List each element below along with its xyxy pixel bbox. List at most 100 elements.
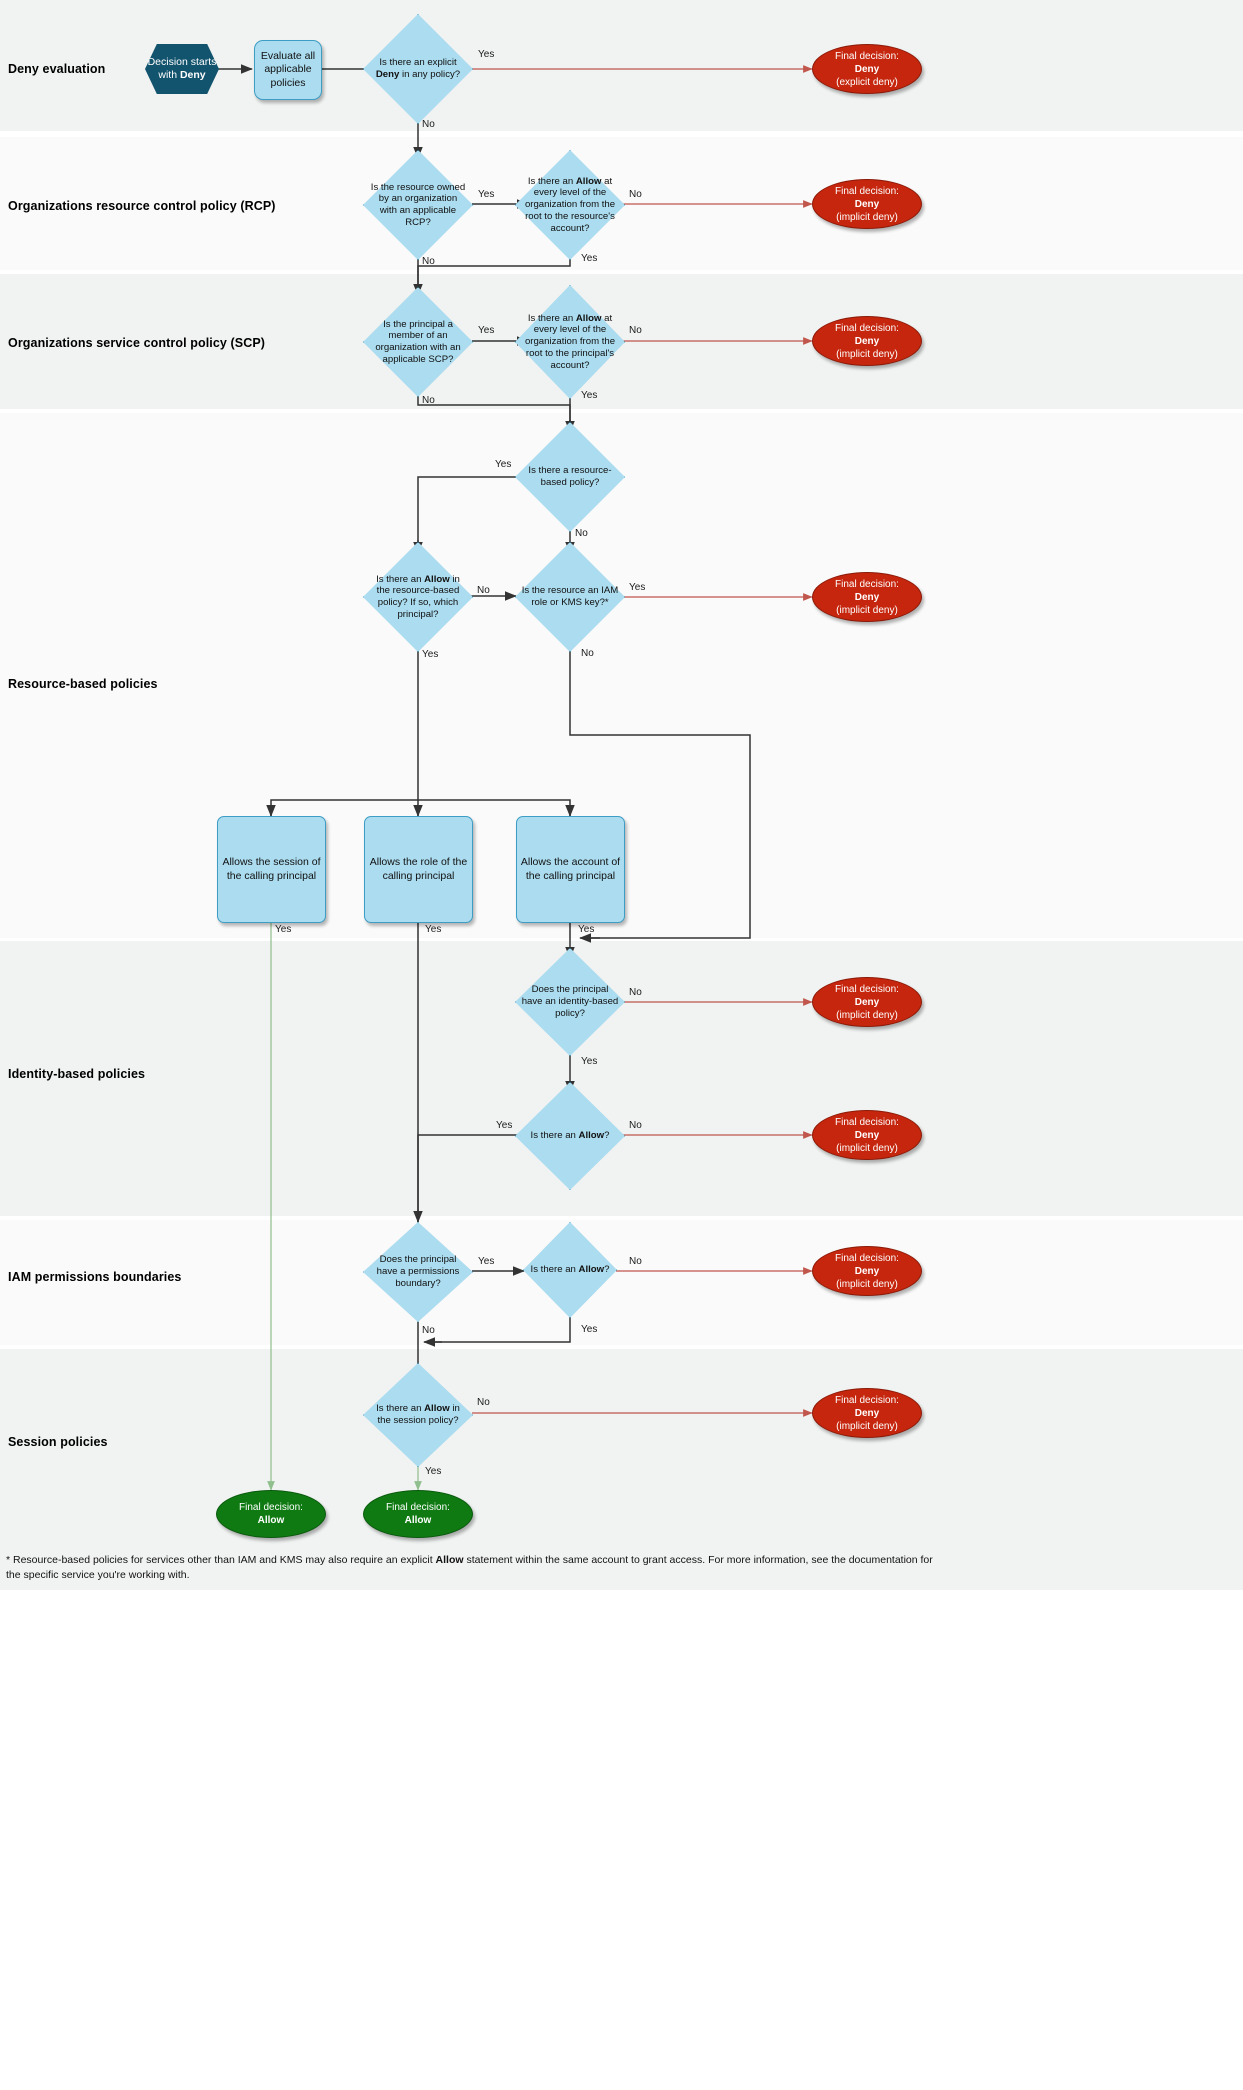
node-final-deny-identity-1[interactable]: Final decision:Deny(implicit deny) xyxy=(812,977,922,1027)
node-final-deny-boundary[interactable]: Final decision:Deny(implicit deny) xyxy=(812,1246,922,1296)
footnote-line-1-post: statement within the same account to gra… xyxy=(463,1554,933,1566)
edge-label-session-allow-yes: Yes xyxy=(425,1466,442,1477)
node-has-resource-based-policy[interactable]: Is there a resource-based policy? xyxy=(515,422,625,532)
node-scp-principal-member[interactable]: Is the principal a member of an organiza… xyxy=(363,287,473,397)
node-has-permissions-boundary[interactable]: Does the principal have a permissions bo… xyxy=(363,1222,473,1322)
node-final-deny-resource-based[interactable]: Final decision:Deny(implicit deny) xyxy=(812,572,922,622)
node-allows-account[interactable]: Allows the account of the calling princi… xyxy=(516,816,625,923)
node-identity-allow[interactable]: Is there an Allow? xyxy=(515,1082,625,1190)
edge-label-resource-policy-yes: Yes xyxy=(495,459,512,470)
node-boundary-allow-label: Is there an Allow? xyxy=(530,1264,610,1276)
band-label-identity-based: Identity-based policies xyxy=(8,1067,146,1081)
band-label-rcp: Organizations resource control policy (R… xyxy=(8,199,276,213)
node-has-identity-based-policy-label: Does the principal have an identity-base… xyxy=(521,984,619,1019)
node-evaluate-all-policies-label: Evaluate all applicable policies xyxy=(260,49,316,89)
node-final-allow-left-label: Final decision:Allow xyxy=(239,1502,303,1526)
edge-label-scp-allow-no: No xyxy=(629,325,642,336)
footnote-line-2: the specific service you're working with… xyxy=(6,1569,190,1582)
edge-label-explicit-deny-no: No xyxy=(422,119,435,130)
node-rcp-resource-owned-label: Is the resource owned by an organization… xyxy=(370,181,466,228)
node-final-allow-right[interactable]: Final decision:Allow xyxy=(363,1490,473,1538)
edge-label-role-kms-yes: Yes xyxy=(629,582,646,593)
edge-label-session-box-yes: Yes xyxy=(275,924,292,935)
footnote: * Resource-based policies for services o… xyxy=(6,1553,1236,1583)
node-allows-session[interactable]: Allows the session of the calling princi… xyxy=(217,816,326,923)
edge-label-rbp-allow-no: No xyxy=(477,585,490,596)
band-label-resource-based: Resource-based policies xyxy=(8,677,158,691)
node-explicit-deny-label: Is there an explicit Deny in any policy? xyxy=(375,57,461,80)
band-label-session-policies: Session policies xyxy=(8,1435,108,1449)
edge-label-identity-allow-yes: Yes xyxy=(496,1120,513,1131)
node-rcp-allow-every-level[interactable]: Is there an Allow at every level of the … xyxy=(515,150,625,260)
node-final-deny-explicit-label: Final decision:Deny(explicit deny) xyxy=(835,50,899,88)
edge-label-scp-member-no: No xyxy=(422,395,435,406)
node-rcp-allow-every-level-label: Is there an Allow at every level of the … xyxy=(524,175,616,234)
node-final-deny-boundary-label: Final decision:Deny(implicit deny) xyxy=(835,1252,899,1290)
edge-label-role-box-yes: Yes xyxy=(425,924,442,935)
node-allows-session-label: Allows the session of the calling princi… xyxy=(222,855,321,882)
node-final-deny-scp-label: Final decision:Deny(implicit deny) xyxy=(835,322,899,360)
edge-label-boundary-allow-no: No xyxy=(629,1256,642,1267)
node-is-iam-role-or-kms-key-label: Is the resource an IAM role or KMS key?* xyxy=(521,585,619,608)
node-scp-allow-every-level-label: Is there an Allow at every level of the … xyxy=(524,312,616,371)
node-final-deny-resource-based-label: Final decision:Deny(implicit deny) xyxy=(835,578,899,616)
band-permissions-boundaries xyxy=(0,1220,1243,1345)
node-final-deny-explicit[interactable]: Final decision:Deny(explicit deny) xyxy=(812,44,922,94)
node-final-deny-identity-2[interactable]: Final decision:Deny(implicit deny) xyxy=(812,1110,922,1160)
node-explicit-deny[interactable]: Is there an explicit Deny in any policy? xyxy=(363,14,473,124)
band-identity-based xyxy=(0,941,1243,1216)
band-session-policies xyxy=(0,1349,1243,1590)
band-label-deny-evaluation: Deny evaluation xyxy=(8,62,106,76)
node-has-identity-based-policy[interactable]: Does the principal have an identity-base… xyxy=(515,948,625,1056)
node-session-policy-allow-label: Is there an Allow in the session policy? xyxy=(376,1403,460,1426)
node-allows-account-label: Allows the account of the calling princi… xyxy=(520,855,621,882)
node-has-permissions-boundary-label: Does the principal have a permissions bo… xyxy=(376,1254,460,1289)
node-final-deny-rcp[interactable]: Final decision:Deny(implicit deny) xyxy=(812,179,922,229)
node-has-resource-based-policy-label: Is there a resource-based policy? xyxy=(528,465,612,488)
edge-label-account-box-yes: Yes xyxy=(578,924,595,935)
edge-label-rcp-allow-no: No xyxy=(629,189,642,200)
edge-label-rbp-allow-yes: Yes xyxy=(422,649,439,660)
node-is-iam-role-or-kms-key[interactable]: Is the resource an IAM role or KMS key?* xyxy=(515,542,625,652)
node-final-deny-identity-2-label: Final decision:Deny(implicit deny) xyxy=(835,1116,899,1154)
node-start-label: Decision starts with Deny xyxy=(147,55,217,81)
node-resource-policy-allow[interactable]: Is there an Allow in the resource-based … xyxy=(363,542,473,652)
node-start[interactable]: Decision starts with Deny xyxy=(145,44,219,94)
edge-label-boundary-allow-yes: Yes xyxy=(581,1324,598,1335)
node-final-deny-session[interactable]: Final decision:Deny(implicit deny) xyxy=(812,1388,922,1438)
edge-label-boundary-no: No xyxy=(422,1325,435,1336)
edge-label-scp-member-yes: Yes xyxy=(478,325,495,336)
edge-label-explicit-deny-yes: Yes xyxy=(478,49,495,60)
edge-label-rcp-owned-yes: Yes xyxy=(478,189,495,200)
band-label-scp: Organizations service control policy (SC… xyxy=(8,336,266,350)
node-allows-role-label: Allows the role of the calling principal xyxy=(369,855,468,882)
node-scp-allow-every-level[interactable]: Is there an Allow at every level of the … xyxy=(515,285,625,399)
edge-label-resource-policy-no: No xyxy=(575,528,588,539)
node-final-deny-session-label: Final decision:Deny(implicit deny) xyxy=(835,1394,899,1432)
node-resource-policy-allow-label: Is there an Allow in the resource-based … xyxy=(376,573,460,620)
edge-label-scp-allow-yes: Yes xyxy=(581,390,598,401)
edge-label-role-kms-no: No xyxy=(581,648,594,659)
edge-label-rcp-owned-no: No xyxy=(422,256,435,267)
edge-label-boundary-yes: Yes xyxy=(478,1256,495,1267)
node-rcp-resource-owned[interactable]: Is the resource owned by an organization… xyxy=(363,150,473,260)
edge-label-rcp-allow-yes: Yes xyxy=(581,253,598,264)
band-label-permissions-boundaries: IAM permissions boundaries xyxy=(8,1270,182,1284)
node-final-deny-scp[interactable]: Final decision:Deny(implicit deny) xyxy=(812,316,922,366)
node-scp-principal-member-label: Is the principal a member of an organiza… xyxy=(375,318,461,365)
edge-label-session-allow-no: No xyxy=(477,1397,490,1408)
node-allows-role[interactable]: Allows the role of the calling principal xyxy=(364,816,473,923)
node-session-policy-allow[interactable]: Is there an Allow in the session policy? xyxy=(363,1363,473,1467)
edge-label-identity-allow-no: No xyxy=(629,1120,642,1131)
node-final-allow-left[interactable]: Final decision:Allow xyxy=(216,1490,326,1538)
node-identity-allow-label: Is there an Allow? xyxy=(530,1130,610,1142)
edge-label-identity-policy-no: No xyxy=(629,987,642,998)
node-final-deny-rcp-label: Final decision:Deny(implicit deny) xyxy=(835,185,899,223)
footnote-line-1-pre: * Resource-based policies for services o… xyxy=(6,1554,436,1566)
edge-label-identity-policy-yes: Yes xyxy=(581,1056,598,1067)
node-evaluate-all-policies[interactable]: Evaluate all applicable policies xyxy=(254,40,322,100)
node-boundary-allow[interactable]: Is there an Allow? xyxy=(523,1222,617,1318)
node-final-deny-identity-1-label: Final decision:Deny(implicit deny) xyxy=(835,983,899,1021)
node-final-allow-right-label: Final decision:Allow xyxy=(386,1502,450,1526)
